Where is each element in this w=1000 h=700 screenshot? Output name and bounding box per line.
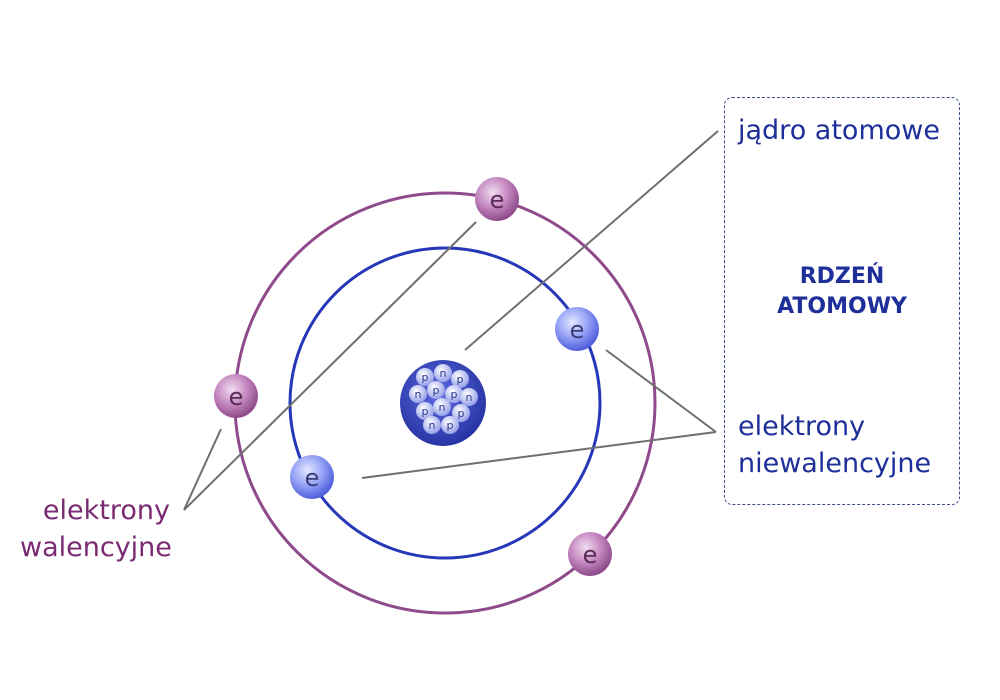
svg-text:p: p: [457, 373, 464, 386]
nucleon: p: [416, 402, 434, 420]
svg-text:p: p: [422, 371, 429, 384]
atomic-nucleus: p n p n p p n p n p n p: [400, 360, 486, 446]
nonvalence-leader-line-upper: [605, 349, 717, 433]
nucleon: p: [416, 368, 434, 386]
nucleon: n: [423, 416, 441, 434]
svg-text:e: e: [583, 541, 598, 569]
nucleon: n: [433, 398, 451, 416]
nucleon: p: [451, 370, 469, 388]
svg-text:e: e: [305, 464, 320, 492]
nucleus-label: jądro atomowe: [738, 115, 940, 146]
nonvalence-electrons-label: elektrony niewalencyjne: [738, 408, 931, 482]
svg-text:e: e: [490, 186, 505, 214]
valence-label-line2: walencyjne: [20, 532, 172, 563]
nucleon: p: [452, 404, 470, 422]
nucleon: n: [460, 388, 478, 406]
nonvalence-leader-line-lower: [361, 431, 717, 479]
svg-text:p: p: [422, 405, 429, 418]
svg-text:p: p: [433, 384, 440, 397]
valence-electron: e: [214, 374, 258, 418]
valence-electron: e: [568, 532, 612, 576]
svg-text:n: n: [429, 419, 436, 432]
nucleon: n: [434, 364, 452, 382]
svg-text:n: n: [439, 401, 446, 414]
svg-text:e: e: [229, 383, 244, 411]
svg-text:n: n: [466, 391, 473, 404]
valence-label-line1: elektrony: [42, 495, 170, 526]
nucleon: n: [409, 385, 427, 403]
valence-electron: e: [475, 177, 519, 221]
core-electron: e: [290, 455, 334, 499]
nucleon: p: [427, 381, 445, 399]
nucleus-leader-line: [464, 130, 719, 351]
core-electron: e: [555, 307, 599, 351]
nucleon: p: [441, 416, 459, 434]
atomic-core-box: [724, 97, 960, 505]
nonvalence-label-line2: niewalencyjne: [738, 448, 932, 479]
valence-electrons-label: elektrony walencyjne: [20, 492, 172, 566]
valence-leader-line-upper: [183, 221, 477, 511]
svg-text:e: e: [570, 316, 585, 344]
svg-text:p: p: [458, 407, 465, 420]
atomic-core-label-line2: ATOMOWY: [777, 294, 907, 319]
svg-text:n: n: [440, 367, 447, 380]
inner-orbit: [288, 246, 602, 560]
nucleon: p: [445, 385, 463, 403]
svg-text:p: p: [451, 388, 458, 401]
nonvalence-label-line1: elektrony: [738, 411, 866, 442]
svg-text:p: p: [447, 419, 454, 432]
svg-text:n: n: [415, 388, 422, 401]
valence-leader-line-lower: [183, 428, 222, 511]
atomic-core-label-line1: RDZEŃ: [799, 264, 885, 289]
atomic-core-label: RDZEŃ ATOMOWY: [724, 262, 960, 322]
